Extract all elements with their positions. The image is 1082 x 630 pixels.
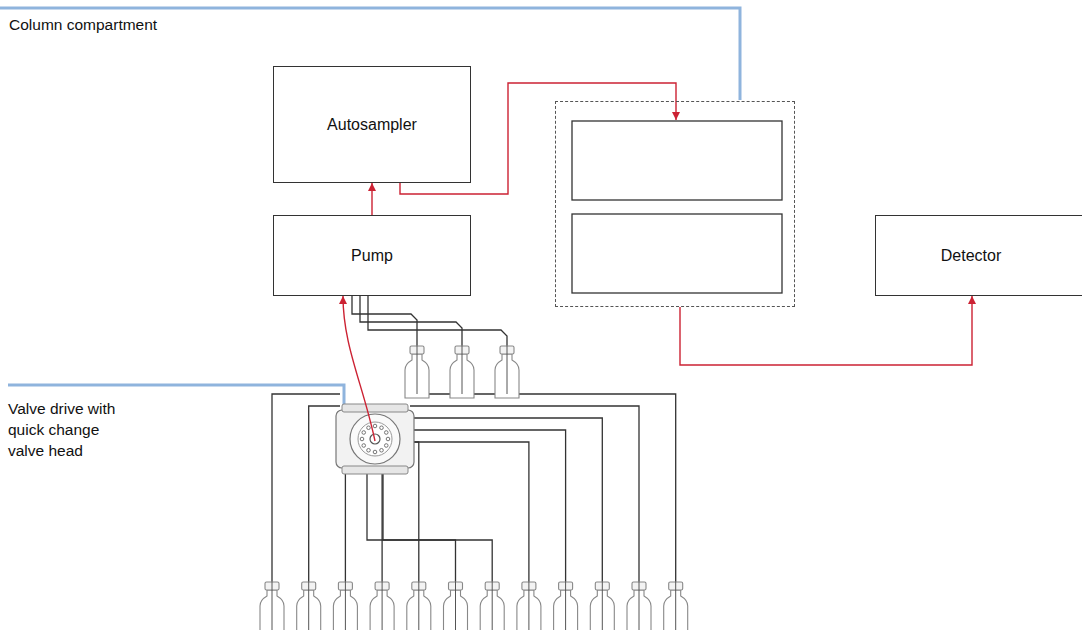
column-compartment: Column compartment xyxy=(555,101,795,307)
box-label: Pump xyxy=(351,246,393,266)
valve-drive: Valve drive with quick change valve head xyxy=(336,404,414,474)
column-slot xyxy=(572,121,782,200)
callout-label: Valve drive with quick change valve head xyxy=(8,398,136,461)
box-label: Detector xyxy=(941,246,1001,266)
box-label: Autosampler xyxy=(327,115,417,135)
module-box: Pump xyxy=(273,215,471,296)
column-slot xyxy=(572,214,782,293)
flow-connector xyxy=(371,183,372,215)
module-box: Detector xyxy=(875,215,1082,296)
callout-label: Column compartment xyxy=(9,14,269,35)
flow-connector xyxy=(343,296,375,441)
module-box: Autosampler xyxy=(273,66,471,183)
solvent-tubing xyxy=(272,296,676,582)
solvent-bottles xyxy=(260,346,688,630)
